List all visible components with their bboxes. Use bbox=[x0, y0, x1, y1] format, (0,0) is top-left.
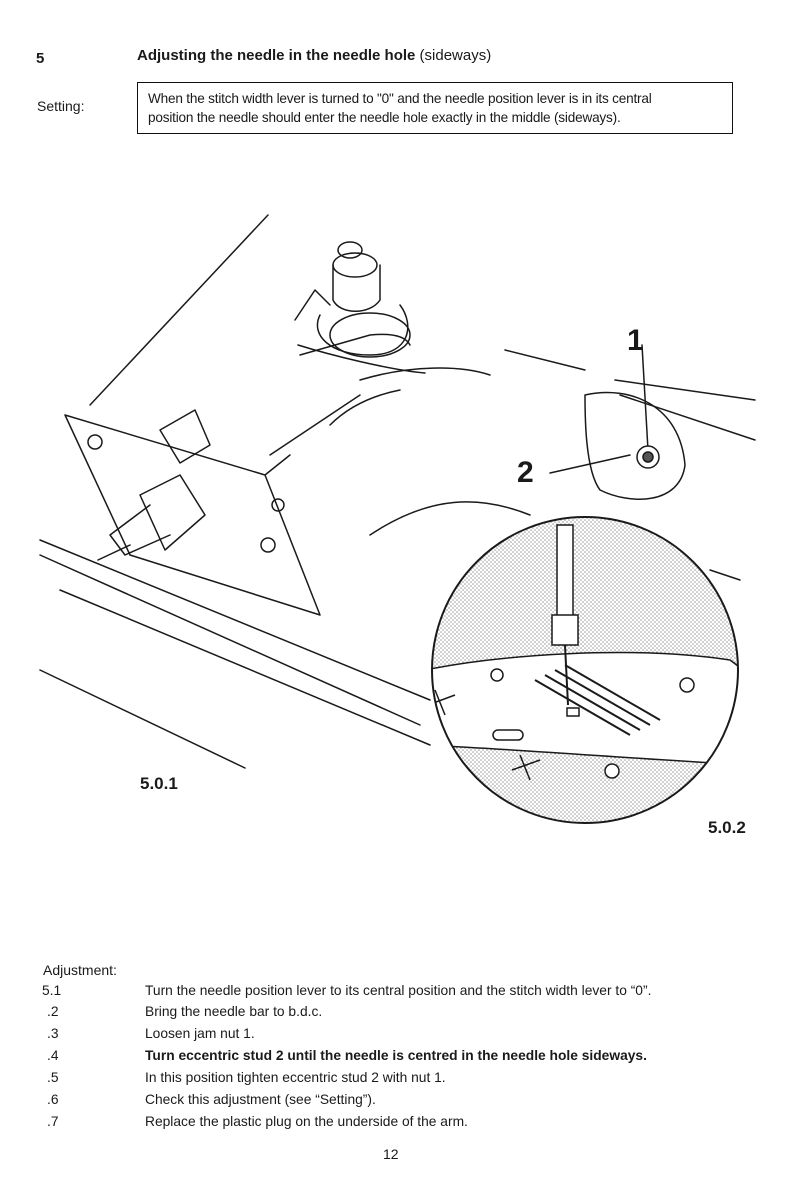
section-title: Adjusting the needle in the needle hole … bbox=[137, 47, 491, 64]
step-text: In this position tighten eccentric stud … bbox=[145, 1070, 446, 1085]
callout-2: 2 bbox=[517, 456, 534, 489]
step-number: .2 bbox=[47, 1004, 59, 1019]
step-text: Check this adjustment (see “Setting”). bbox=[145, 1092, 376, 1107]
step-text: Turn the needle position lever to its ce… bbox=[145, 983, 652, 998]
step-text: Loosen jam nut 1. bbox=[145, 1026, 255, 1041]
step-number: .5 bbox=[47, 1070, 59, 1085]
setting-label: Setting: bbox=[37, 98, 85, 114]
setting-line-2: position the needle should enter the nee… bbox=[148, 110, 621, 125]
step-number: .3 bbox=[47, 1026, 59, 1041]
adjustment-steps: 5.1 Turn the needle position lever to it… bbox=[42, 983, 762, 1133]
step-text: Turn eccentric stud 2 until the needle i… bbox=[145, 1048, 647, 1063]
step-number: .4 bbox=[47, 1048, 59, 1063]
figure-label-5-0-2: 5.0.2 bbox=[708, 818, 746, 837]
step-text: Replace the plastic plug on the undersid… bbox=[145, 1114, 468, 1129]
setting-box: When the stitch width lever is turned to… bbox=[137, 82, 733, 134]
step-number: .6 bbox=[47, 1092, 59, 1107]
callout-1: 1 bbox=[627, 324, 644, 357]
figure-label-5-0-1: 5.0.1 bbox=[140, 774, 178, 793]
setting-line-1: When the stitch width lever is turned to… bbox=[148, 91, 652, 106]
section-title-bold: Adjusting the needle in the needle hole bbox=[137, 47, 416, 64]
section-number: 5 bbox=[36, 50, 45, 67]
adjustment-label: Adjustment: bbox=[43, 962, 117, 978]
step-number: .7 bbox=[47, 1114, 59, 1129]
step-number: 5.1 bbox=[42, 983, 62, 998]
section-title-rest: (sideways) bbox=[415, 47, 492, 64]
page-number: 12 bbox=[383, 1146, 399, 1162]
step-text: Bring the needle bar to b.d.c. bbox=[145, 1004, 323, 1019]
sewing-machine-illustration bbox=[39, 214, 756, 824]
